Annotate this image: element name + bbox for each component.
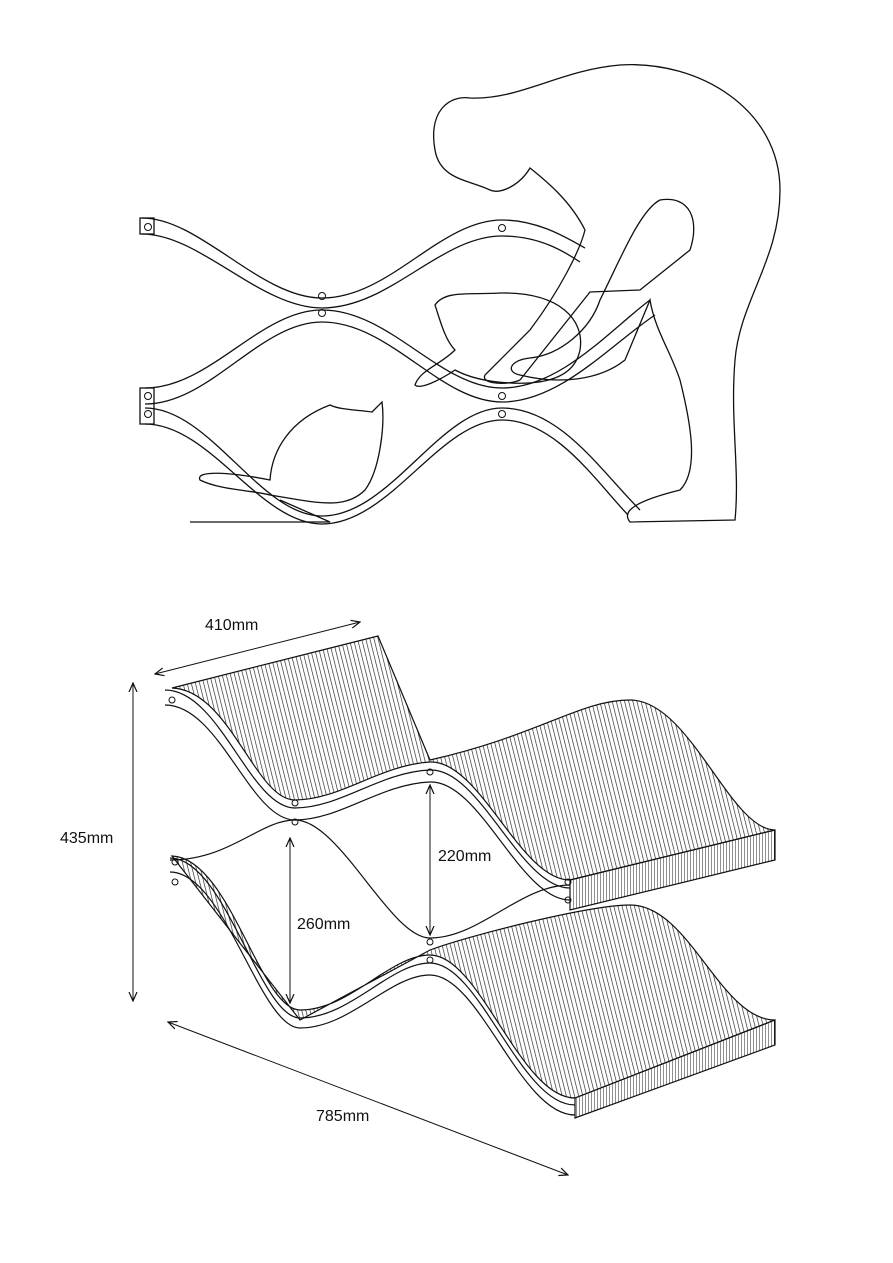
- cat-sitting-outline: [199, 400, 384, 504]
- frame-beam-middle: [144, 299, 656, 405]
- upper-shelf-end: [569, 829, 776, 911]
- length-label: 785mm: [316, 1108, 370, 1125]
- frame-beam-top: [139, 217, 586, 309]
- side-view: [139, 64, 781, 525]
- upper-shelf-front-edge: [164, 689, 571, 889]
- isometric-view: [164, 635, 776, 1119]
- bolts: [144, 223, 506, 418]
- lower-shelf-end: [574, 1019, 776, 1119]
- iso-bolts: [168, 696, 572, 964]
- upper-gap-label: 220mm: [438, 848, 492, 865]
- depth-label: 410mm: [205, 617, 259, 634]
- middle-frame: [169, 819, 571, 939]
- depth-dimension-line: [155, 622, 360, 674]
- dimension-lines: [133, 622, 568, 1175]
- cat-held-outline: [414, 292, 582, 387]
- upper-shelf-surface: [171, 635, 776, 881]
- length-dimension-line: [168, 1022, 568, 1175]
- height-label: 435mm: [60, 830, 114, 847]
- lower-gap-label: 260mm: [297, 916, 351, 933]
- frame-beam-bottom: [139, 387, 641, 525]
